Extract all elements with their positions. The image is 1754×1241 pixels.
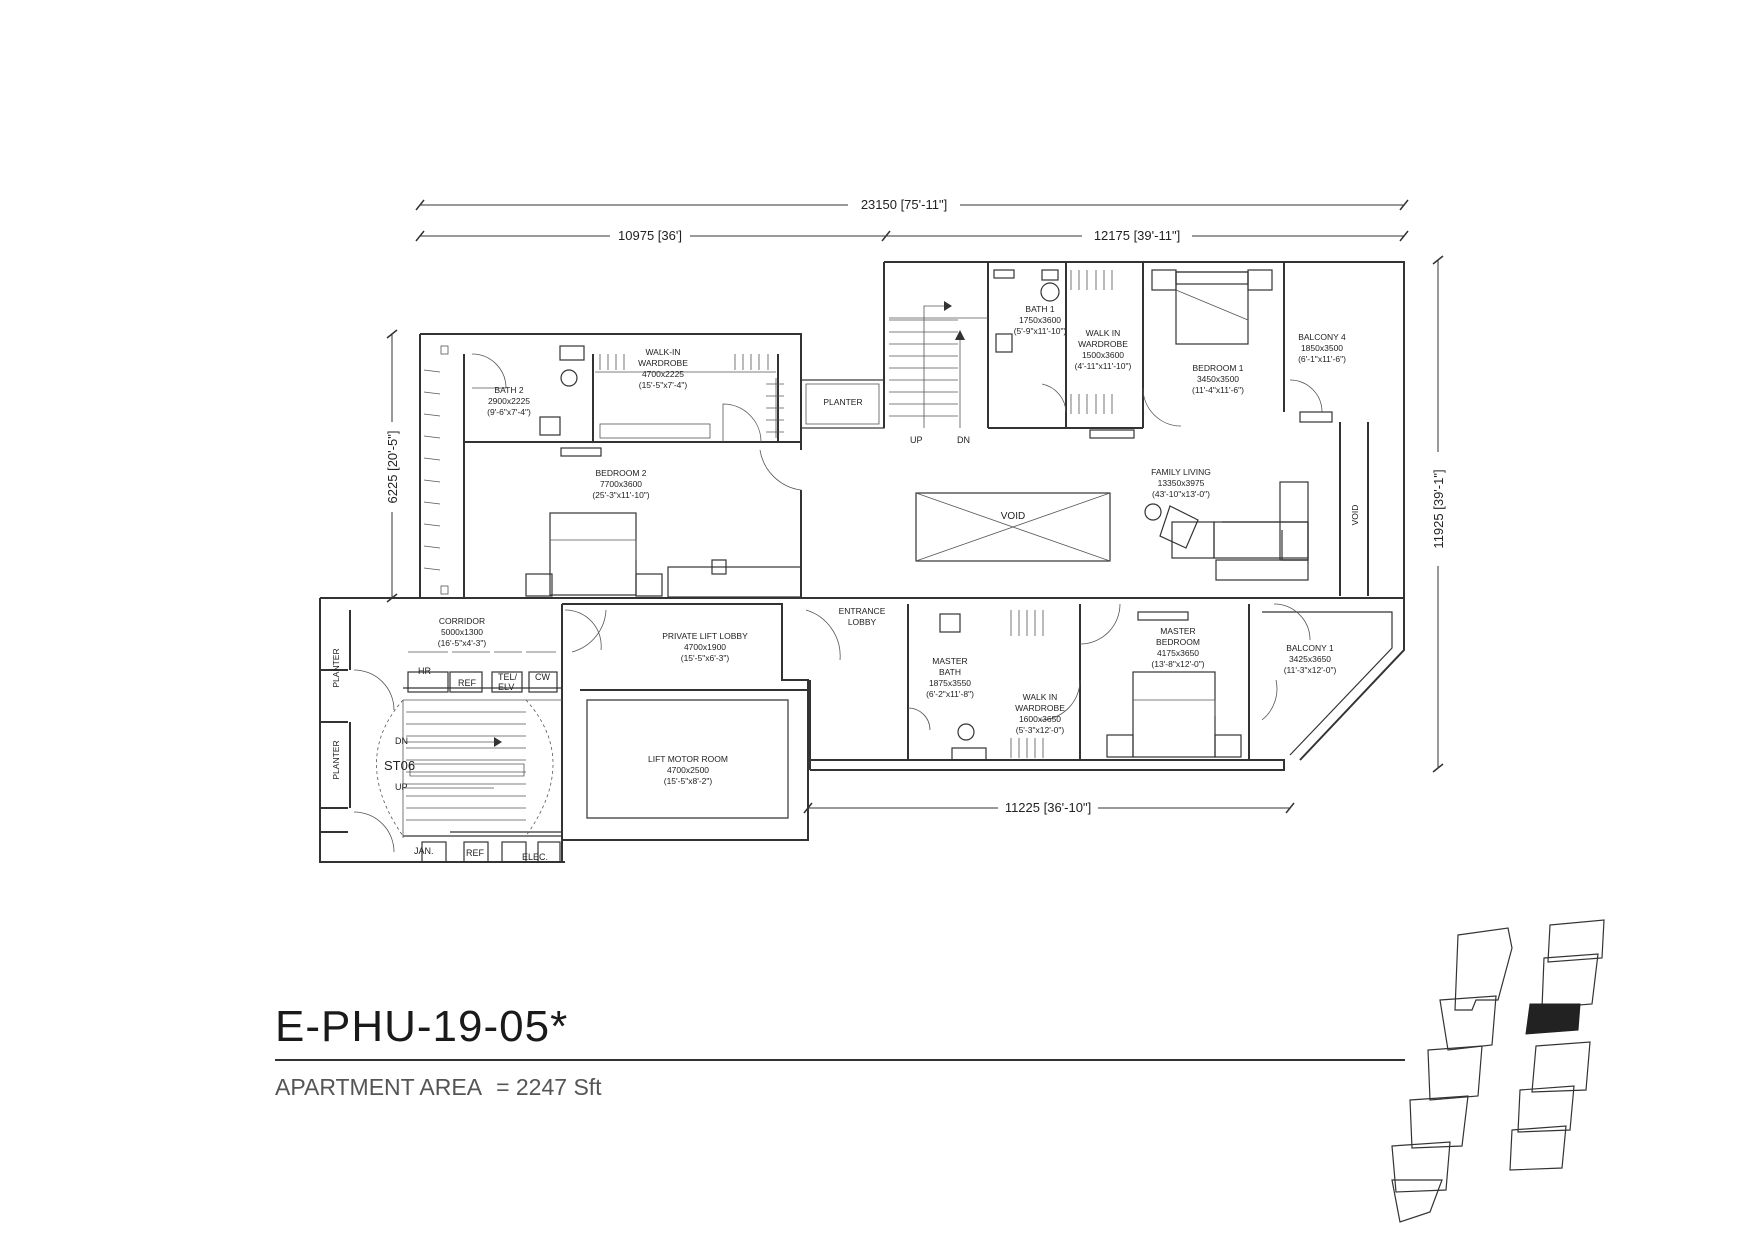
walkin1-name: WALK IN <box>1086 328 1121 338</box>
ref2-label: REF <box>466 848 485 858</box>
void-area <box>915 492 1111 562</box>
stair-top-up-label: UP <box>910 435 923 445</box>
stair-up-label: UP <box>395 782 408 792</box>
area-label: APARTMENT AREA <box>275 1074 483 1100</box>
master-bedroom-imperial: (13'-8"x12'-0") <box>1151 659 1204 669</box>
family-size: 13350x3975 <box>1158 478 1205 488</box>
corridor-imperial: (16'-5"x4'-3") <box>438 638 487 648</box>
bedroom2-furniture <box>525 447 802 598</box>
stair-dn-label: DN <box>395 736 408 746</box>
stair-top <box>889 301 965 428</box>
balcony4-imperial: (6'-1"x11'-6") <box>1298 354 1346 364</box>
bath1-size: 1750x3600 <box>1019 315 1061 325</box>
room-labels: BATH 2 2900x2225 (9'-6"x7'-4") WALK-IN W… <box>331 304 1360 862</box>
stair-core <box>376 699 562 838</box>
bath-fixtures <box>539 269 1060 761</box>
walkin-master-name2: WARDROBE <box>1015 703 1065 713</box>
corridor-size: 5000x1300 <box>441 627 483 637</box>
bedroom2-imperial: (25'-3"x11'-10") <box>592 490 649 500</box>
balcony4-name: BALCONY 4 <box>1298 332 1346 342</box>
walkin-master-name: WALK IN <box>1023 692 1058 702</box>
walkin1-name2: WARDROBE <box>1078 339 1128 349</box>
void-side-label: VOID <box>1350 505 1360 526</box>
bedroom2-name: BEDROOM 2 <box>595 468 646 478</box>
lift-motor-imperial: (15'-5"x8'-2") <box>664 776 713 786</box>
wardrobe-hangers <box>595 270 1113 758</box>
wardrobe-name2: WARDROBE <box>638 358 688 368</box>
hr-label: HR <box>418 666 431 676</box>
walkin1-imperial: (4'-11"x11'-10") <box>1075 361 1132 371</box>
bedroom1-size: 3450x3500 <box>1197 374 1239 384</box>
corridor-name: CORRIDOR <box>439 616 485 626</box>
entrance-name: ENTRANCE <box>839 606 886 616</box>
master-bath-size: 1875x3550 <box>929 678 971 688</box>
wardrobe-size: 4700x2225 <box>642 369 684 379</box>
bath1-name: BATH 1 <box>1025 304 1054 314</box>
bath2-imperial: (9'-6"x7'-4") <box>487 407 531 417</box>
wardrobe-imperial: (15'-5"x7'-4") <box>639 380 688 390</box>
key-plan <box>1391 919 1605 1223</box>
bedroom1-imperial: (11'-4"x11'-6") <box>1192 385 1244 395</box>
bedroom1-name: BEDROOM 1 <box>1192 363 1243 373</box>
living-furniture <box>1089 411 1333 581</box>
walkin-master-imperial: (5'-3"x12'-0") <box>1016 725 1065 735</box>
master-bedroom-size: 4175x3650 <box>1157 648 1199 658</box>
master-bath-imperial: (6'-2"x11'-8") <box>926 689 974 699</box>
walkin-master-size: 1600x3650 <box>1019 714 1061 724</box>
elv-label: ELV <box>498 682 514 692</box>
bedroom1-furniture <box>1151 269 1273 345</box>
master-bed-furniture <box>1106 611 1242 758</box>
apartment-area: APARTMENT AREA = 2247 Sft <box>275 1074 602 1101</box>
st06-label: ST06 <box>384 758 415 773</box>
door-swings <box>353 353 1323 853</box>
bath1-imperial: (5'-9"x11'-10") <box>1014 326 1067 336</box>
dim-height-right: 11925 [39'-1"] <box>1431 469 1446 548</box>
dim-bottom: 11225 [36'-10"] <box>1005 800 1091 815</box>
jan-label: JAN. <box>414 846 434 856</box>
planter-left-label-2: PLANTER <box>331 740 341 779</box>
family-name: FAMILY LIVING <box>1151 467 1211 477</box>
utility-boxes <box>407 651 561 863</box>
master-bedroom-name2: BEDROOM <box>1156 637 1200 647</box>
planter-top-label: PLANTER <box>823 397 862 407</box>
balcony1-imperial: (11'-3"x12'-0") <box>1284 665 1337 675</box>
unit-title: E-PHU-19-05* <box>275 1002 569 1051</box>
master-bath-name: MASTER <box>932 656 967 666</box>
dim-right-segment: 12175 [39'-11"] <box>1094 228 1180 243</box>
family-imperial: (43'-10"x13'-0") <box>1152 489 1210 499</box>
balcony4-size: 1850x3500 <box>1301 343 1343 353</box>
lift-lobby-name: PRIVATE LIFT LOBBY <box>662 631 748 641</box>
window-ticks <box>423 345 449 595</box>
area-value: = 2247 Sft <box>496 1074 602 1100</box>
dim-left-segment: 10975 [36'] <box>618 228 682 243</box>
lift-lobby-size: 4700x1900 <box>684 642 726 652</box>
tel-label: TEL/ <box>498 672 518 682</box>
wardrobe-name: WALK-IN <box>645 347 680 357</box>
bath2-name: BATH 2 <box>494 385 523 395</box>
walls <box>319 261 1405 863</box>
balcony1-name: BALCONY 1 <box>1286 643 1334 653</box>
title-divider <box>275 1059 1405 1061</box>
entrance-name2: LOBBY <box>848 617 877 627</box>
stair-top-dn-label: DN <box>957 435 970 445</box>
balcony1-size: 3425x3650 <box>1289 654 1331 664</box>
void-label: VOID <box>1001 511 1025 522</box>
bedroom2-size: 7700x3600 <box>600 479 642 489</box>
ref1-label: REF <box>458 678 477 688</box>
elec-label: ELEC. <box>522 852 548 862</box>
lift-lobby-imperial: (15'-5"x6'-3") <box>681 653 730 663</box>
master-bath-name2: BATH <box>939 667 961 677</box>
cw-label: CW <box>535 672 550 682</box>
walkin1-size: 1500x3600 <box>1082 350 1124 360</box>
planter-left-label: PLANTER <box>331 648 341 687</box>
dim-overall: 23150 [75'-11"] <box>861 197 947 212</box>
lift-motor-size: 4700x2500 <box>667 765 709 775</box>
bath2-size: 2900x2225 <box>488 396 530 406</box>
master-bedroom-name: MASTER <box>1160 626 1195 636</box>
dim-height-left: 6225 [20'-5"] <box>385 431 400 504</box>
lift-motor-name: LIFT MOTOR ROOM <box>648 754 728 764</box>
